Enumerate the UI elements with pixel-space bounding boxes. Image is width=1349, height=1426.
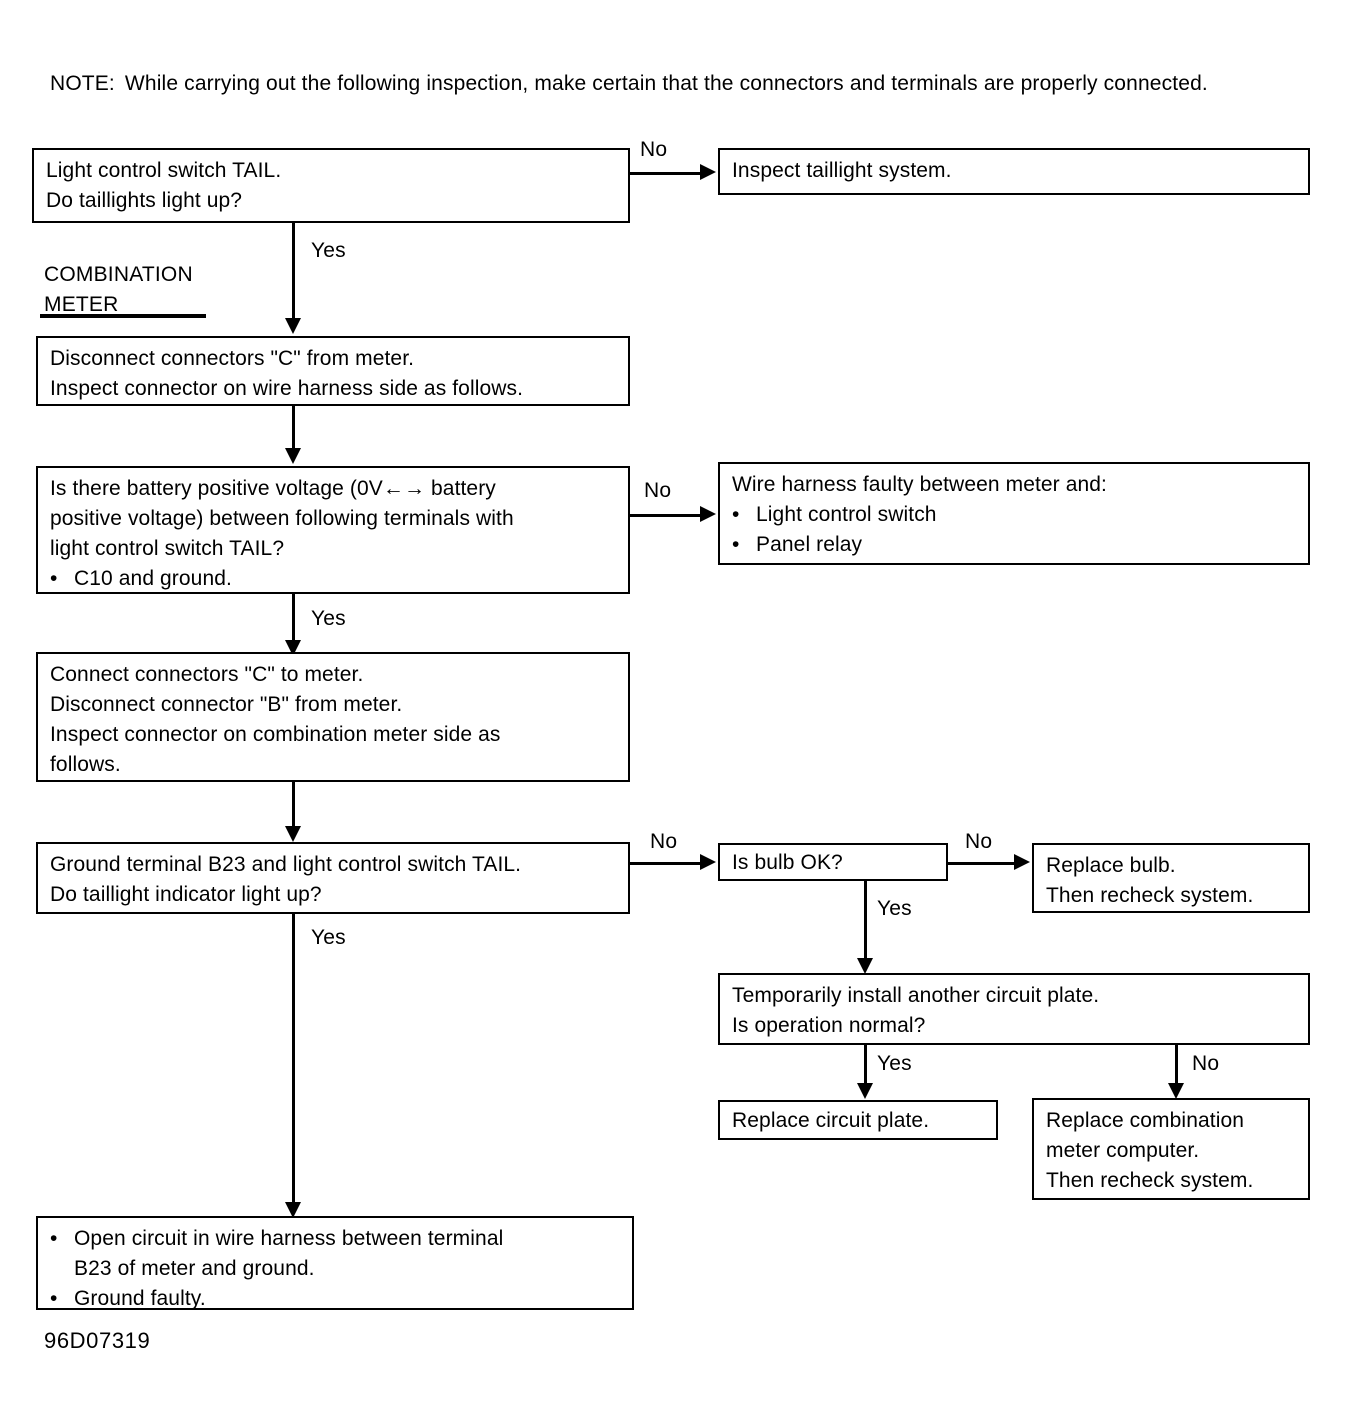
- bullet-glyph: •: [732, 503, 740, 526]
- box-temporarily-install-plate: Temporarily install another circuit plat…: [718, 973, 1310, 1045]
- connector-yes-3-line: [864, 881, 867, 967]
- box-battery-voltage-check: Is there battery positive voltage (0V←→ …: [36, 466, 630, 594]
- box-battery-voltage-check-line3: light control switch TAIL?: [50, 537, 285, 560]
- box-inspect-taillight-system-line1: Inspect taillight system.: [732, 159, 952, 182]
- connector-no-3-arrowhead: [700, 854, 716, 870]
- box-ground-terminal-b23-line1: Ground terminal B23 and light control sw…: [50, 853, 522, 876]
- connector-yes-4-arrowhead: [857, 1083, 873, 1099]
- box-wire-harness-faulty-bullet2-text: Panel relay: [756, 533, 863, 556]
- box-wire-harness-faulty-bullet1-text: Light control switch: [756, 503, 937, 526]
- connector-yes-1-arrowhead: [285, 318, 301, 334]
- box-replace-circuit-plate-line1: Replace circuit plate.: [732, 1109, 930, 1132]
- note-body: While carrying out the following inspect…: [124, 72, 1208, 95]
- section-title-line2: METER: [44, 293, 119, 316]
- box-open-circuit: • Open circuit in wire harness between t…: [36, 1216, 634, 1310]
- box-battery-voltage-check-bullet1: • C10 and ground.: [50, 564, 618, 594]
- edge-label-yes-3: Yes: [877, 897, 912, 920]
- connector-2-3-arrowhead: [285, 448, 301, 464]
- edge-label-no-4: No: [965, 830, 993, 853]
- bullet-glyph: •: [732, 533, 740, 556]
- section-title-line1: COMBINATION: [44, 263, 193, 286]
- box-connect-c-disconnect-b: Connect connectors "C" to meter. Disconn…: [36, 652, 630, 782]
- box-disconnect-connectors-c-line2: Inspect connector on wire harness side a…: [50, 377, 524, 400]
- box-replace-bulb: Replace bulb. Then recheck system.: [1032, 843, 1310, 913]
- box-is-bulb-ok: Is bulb OK?: [718, 843, 948, 881]
- edge-label-no-1: No: [640, 138, 668, 161]
- box-open-circuit-bullet2: • Ground faulty.: [50, 1284, 622, 1314]
- box-replace-meter-computer-line3: Then recheck system.: [1046, 1169, 1254, 1192]
- box-disconnect-connectors-c: Disconnect connectors "C" from meter. In…: [36, 336, 630, 406]
- box-ground-terminal-b23: Ground terminal B23 and light control sw…: [36, 842, 630, 914]
- box-connect-c-disconnect-b-line1: Connect connectors "C" to meter.: [50, 663, 364, 686]
- connector-yes-5-arrowhead: [285, 1202, 301, 1218]
- bullet-glyph: •: [50, 1227, 58, 1250]
- note-label: NOTE:: [50, 72, 115, 95]
- box-replace-meter-computer-line2: meter computer.: [1046, 1139, 1200, 1162]
- box-replace-bulb-line2: Then recheck system.: [1046, 884, 1254, 907]
- box-replace-meter-computer-line1: Replace combination: [1046, 1109, 1245, 1132]
- box-wire-harness-faulty-bullet1: • Light control switch: [732, 500, 1298, 530]
- box-replace-meter-computer: Replace combination meter computer. Then…: [1032, 1098, 1310, 1200]
- connector-no-3-line: [630, 862, 702, 865]
- connector-2-3-line: [292, 406, 295, 456]
- edge-label-yes-4: Yes: [877, 1052, 912, 1075]
- box-open-circuit-bullet1-line2: B23 of meter and ground.: [74, 1257, 315, 1280]
- connector-no-1-arrowhead: [700, 164, 716, 180]
- box-connect-c-disconnect-b-line4: follows.: [50, 753, 121, 776]
- box-battery-voltage-check-line2: positive voltage) between following term…: [50, 507, 514, 530]
- connector-no-5-arrowhead: [1168, 1083, 1184, 1099]
- connector-4-5-line: [292, 782, 295, 834]
- connector-no-1-line: [630, 172, 702, 175]
- connector-4-5-arrowhead: [285, 826, 301, 842]
- connector-yes-5-line: [292, 914, 295, 1212]
- edge-label-no-2: No: [644, 479, 672, 502]
- box-light-control-switch-line2: Do taillights light up?: [46, 189, 243, 212]
- connector-no-5-line: [1175, 1045, 1178, 1091]
- box-replace-circuit-plate: Replace circuit plate.: [718, 1100, 998, 1140]
- box-open-circuit-bullet1: • Open circuit in wire harness between t…: [50, 1224, 622, 1284]
- box-open-circuit-bullet2-text: Ground faulty.: [74, 1287, 206, 1310]
- box-disconnect-connectors-c-line1: Disconnect connectors "C" from meter.: [50, 347, 415, 370]
- connector-no-2-arrowhead: [700, 506, 716, 522]
- box-light-control-switch: Light control switch TAIL. Do taillights…: [32, 148, 630, 223]
- connector-no-2-line: [630, 514, 702, 517]
- connector-no-4-line: [948, 862, 1016, 865]
- box-ground-terminal-b23-line2: Do taillight indicator light up?: [50, 883, 322, 906]
- edge-label-yes-2: Yes: [311, 607, 346, 630]
- section-title-combination-meter: COMBINATION METER: [44, 260, 193, 320]
- bullet-glyph: •: [50, 1287, 58, 1310]
- box-is-bulb-ok-line1: Is bulb OK?: [732, 851, 843, 874]
- connector-yes-3-arrowhead: [857, 958, 873, 974]
- edge-label-yes-1: Yes: [311, 239, 346, 262]
- box-connect-c-disconnect-b-line2: Disconnect connector "B" from meter.: [50, 693, 403, 716]
- connector-yes-4-line: [864, 1045, 867, 1091]
- box-battery-voltage-check-bullet1-text: C10 and ground.: [74, 567, 232, 590]
- edge-label-yes-5: Yes: [311, 926, 346, 949]
- box-light-control-switch-line1: Light control switch TAIL.: [46, 159, 282, 182]
- box-battery-voltage-check-line1: Is there battery positive voltage (0V←→ …: [50, 477, 496, 500]
- edge-label-no-3: No: [650, 830, 678, 853]
- bullet-glyph: •: [50, 567, 58, 590]
- box-wire-harness-faulty-bullet2: • Panel relay: [732, 530, 1298, 560]
- box-connect-c-disconnect-b-line3: Inspect connector on combination meter s…: [50, 723, 501, 746]
- box-inspect-taillight-system: Inspect taillight system.: [718, 148, 1310, 195]
- connector-yes-1-line: [292, 223, 295, 323]
- connector-no-4-arrowhead: [1014, 854, 1030, 870]
- box-wire-harness-faulty: Wire harness faulty between meter and: •…: [718, 462, 1310, 565]
- note-text: NOTE: While carrying out the following in…: [50, 68, 1265, 99]
- section-title-underline: [40, 314, 206, 318]
- box-temporarily-install-plate-line2: Is operation normal?: [732, 1014, 926, 1037]
- figure-code: 96D07319: [44, 1328, 151, 1353]
- box-wire-harness-faulty-line1: Wire harness faulty between meter and:: [732, 473, 1107, 496]
- edge-label-no-5: No: [1192, 1052, 1220, 1075]
- box-open-circuit-bullet1-line1: Open circuit in wire harness between ter…: [74, 1227, 504, 1250]
- connector-yes-2-line: [292, 594, 295, 650]
- box-replace-bulb-line1: Replace bulb.: [1046, 854, 1176, 877]
- box-temporarily-install-plate-line1: Temporarily install another circuit plat…: [732, 984, 1100, 1007]
